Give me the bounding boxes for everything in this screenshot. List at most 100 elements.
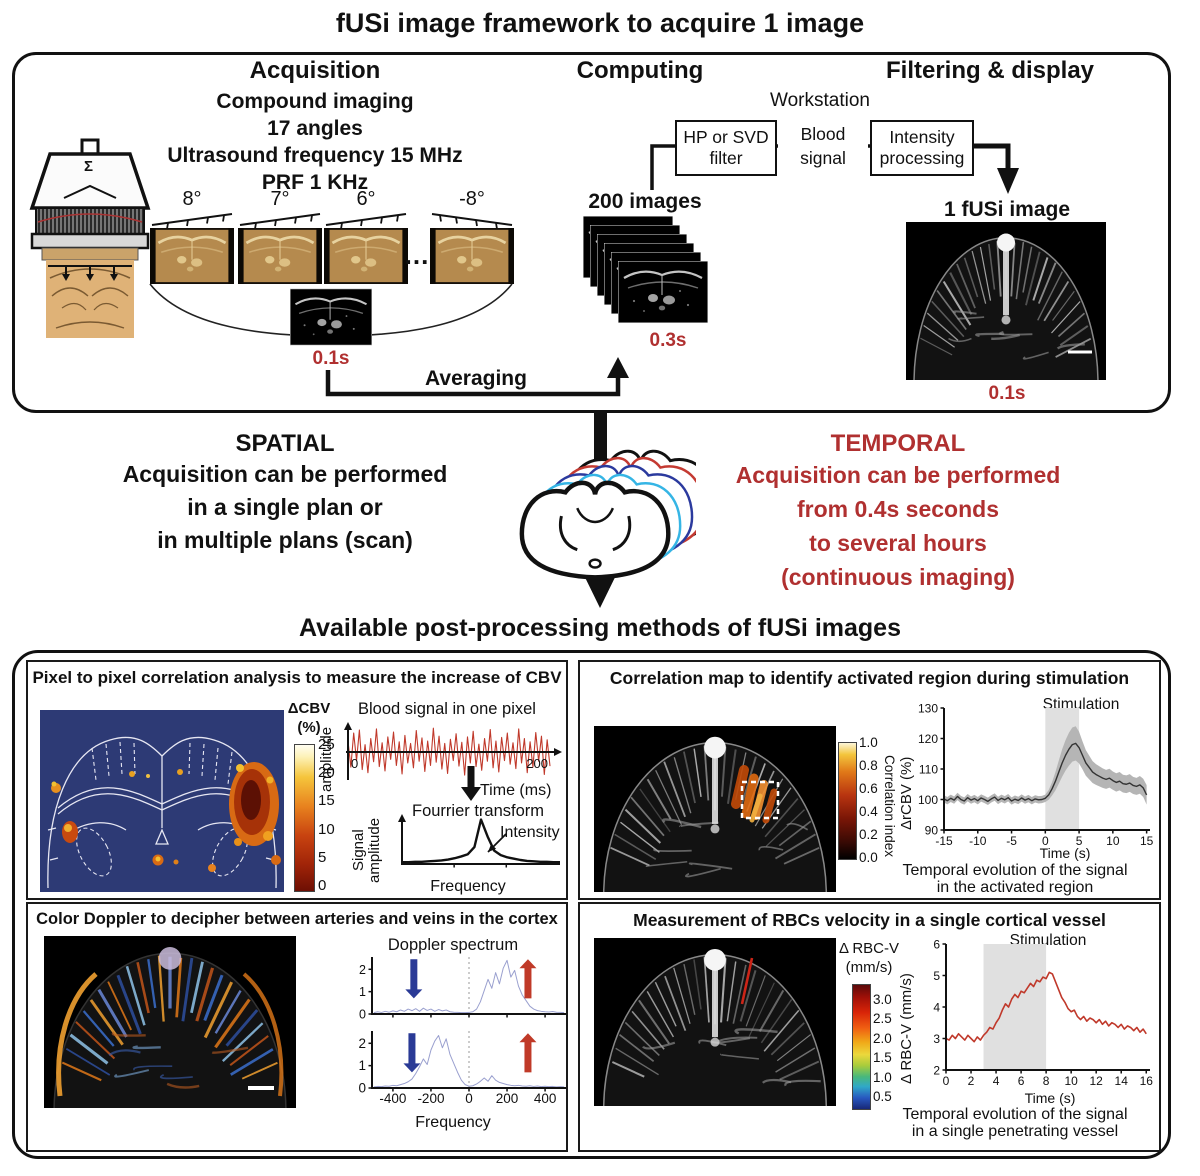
doppler-spectrum-title: Doppler spectrum [387, 936, 519, 954]
cbv-colorbar-title: ΔCBV [287, 700, 331, 717]
acq-line-2: 17 angles [267, 117, 363, 140]
acquisition-title: Acquisition [249, 57, 381, 84]
svg-text:110: 110 [919, 763, 938, 777]
angle-ruler-icon [430, 210, 514, 230]
doppler-spectrum-positive: 012 [359, 957, 566, 1022]
cbv-trace-ylabel: ΔrCBV (%) [898, 756, 915, 830]
compound-image-1 [150, 228, 234, 284]
angle-label-2: 7° [270, 188, 290, 210]
acquisition-params: Compound imaging 17 angles Ultrasound fr… [130, 88, 500, 196]
svg-text:-400: -400 [379, 1091, 406, 1106]
spatial-line-3: in multiple plans (scan) [157, 527, 413, 553]
probe-sigma-symbol: Σ [84, 158, 94, 175]
angle-ruler-icon [150, 210, 234, 230]
signal-ylabel-2: amplitude [366, 817, 383, 883]
panel-correlation: Correlation map to identify activated re… [578, 660, 1161, 900]
intensity-label: Intensity [500, 824, 560, 841]
svg-text:0: 0 [359, 1008, 366, 1022]
activation-blobs [51, 762, 281, 872]
framework-box [12, 52, 1171, 413]
svg-text:0: 0 [465, 1091, 473, 1106]
ellipsis-dots: ... [404, 240, 430, 270]
blood-signal-title: Blood signal in one pixel [358, 700, 536, 718]
angle-label-1: 8° [182, 188, 202, 210]
rbc-colorbar [852, 984, 871, 1110]
computing-title: Computing [576, 57, 704, 84]
temporal-title: TEMPORAL [830, 430, 966, 457]
svg-text:-200: -200 [417, 1091, 444, 1106]
compound-image-2 [238, 228, 322, 284]
svg-text:200: 200 [496, 1091, 519, 1106]
svg-text:2: 2 [358, 1036, 366, 1051]
computing-time-label: 0.3s [649, 330, 687, 351]
svg-text:400: 400 [534, 1091, 557, 1106]
signal-ylabel-1: Signal [350, 829, 367, 871]
post-processing-title: Available post-processing methods of fUS… [299, 614, 901, 642]
svg-text:6: 6 [1018, 1074, 1025, 1088]
atlas-activation-map [40, 710, 284, 892]
rbc-caption-2: in a single penetrating vessel [911, 1123, 1119, 1140]
post-processing-box [12, 650, 1171, 1159]
cbv-colorbar [294, 744, 315, 892]
svg-text:-15: -15 [935, 834, 953, 848]
temporal-block: TEMPORAL Acquisition can be performed fr… [688, 430, 1108, 594]
images-count-label: 200 images [588, 190, 702, 213]
compound-image-4 [430, 228, 514, 284]
rbc-time-label: Time (s) [1024, 1090, 1076, 1106]
svg-text:14: 14 [1115, 1074, 1129, 1088]
acq-line-1: Compound imaging [216, 90, 414, 113]
correlation-colorbar [838, 742, 857, 860]
blood-signal-label: Blood signal [778, 122, 868, 170]
intensity-box-label: Intensity processing [879, 127, 965, 168]
filtering-time-label: 0.1s [988, 383, 1026, 404]
angle-ruler-icon [238, 210, 322, 230]
fusi-image-label: 1 fUSi image [943, 198, 1071, 221]
panel-rbc: Measurement of RBCs velocity in a single… [578, 902, 1161, 1152]
compound-image-3 [324, 228, 408, 284]
svg-text:-10: -10 [969, 834, 987, 848]
frequency-label: Frequency [430, 878, 506, 895]
temporal-line-1: Acquisition can be performed [735, 462, 1061, 488]
svg-text:10: 10 [1106, 834, 1120, 848]
blood-signal-chart: 0 200 [344, 722, 562, 780]
cbv-colorbar-unit: (%) [297, 719, 321, 736]
temporal-line-2: from 0.4s seconds [797, 496, 999, 522]
averaged-image [290, 288, 372, 346]
svg-text:90: 90 [925, 824, 939, 838]
rbc-caption-1: Temporal evolution of the signal [902, 1106, 1128, 1123]
svg-text:200: 200 [526, 756, 548, 771]
time-ms-label: Time (ms) [480, 782, 552, 799]
svg-text:5: 5 [933, 969, 940, 983]
svg-text:5: 5 [1076, 834, 1083, 848]
panel-doppler: Color Doppler to decipher between arteri… [26, 902, 568, 1152]
ultrasound-probe-icon [29, 138, 151, 338]
temporal-line-4: (continuous imaging) [781, 564, 1015, 590]
fourier-title: Fourrier transform [411, 802, 545, 820]
svg-text:2: 2 [359, 963, 366, 977]
svg-text:100: 100 [918, 793, 938, 807]
angle-label-3: 6° [356, 188, 376, 210]
svg-text:0: 0 [351, 756, 358, 771]
workstation-label: Workstation [770, 90, 870, 111]
rbc-colorbar-title: Δ RBC-V [838, 940, 900, 957]
acq-line-4: PRF 1 KHz [261, 171, 369, 194]
spatial-title: SPATIAL [235, 430, 335, 457]
svg-text:4: 4 [993, 1074, 1000, 1088]
acquisition-time-label: 0.1s [312, 348, 350, 369]
panel-doppler-title: Color Doppler to decipher between arteri… [36, 910, 558, 928]
spatial-line-2: in a single plan or [187, 494, 383, 520]
image-stack [583, 216, 708, 323]
intensity-box: Intensity processing [870, 120, 974, 176]
corr-caption-1: Temporal evolution of the signal [902, 862, 1128, 879]
correlation-map-image [594, 726, 836, 892]
averaging-label: Averaging [420, 367, 532, 391]
svg-text:130: 130 [918, 702, 938, 716]
spatial-block: SPATIAL Acquisition can be performed in … [60, 430, 510, 557]
doppler-frequency-label: Frequency [415, 1114, 491, 1131]
